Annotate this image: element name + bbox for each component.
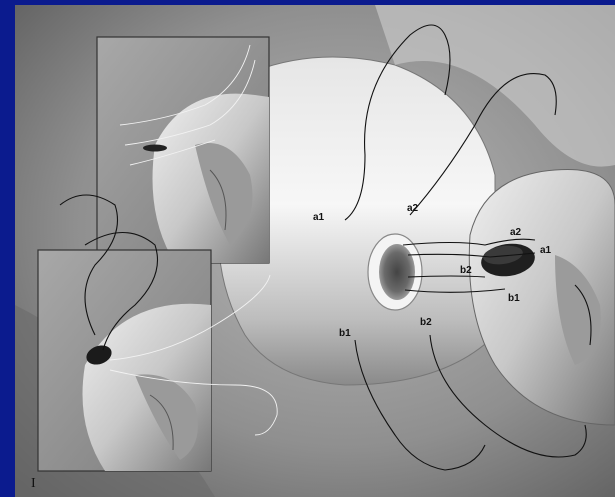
label-b1-bottom: b1 bbox=[339, 328, 351, 339]
center-opening bbox=[379, 244, 415, 300]
inset-top-slit bbox=[143, 145, 167, 152]
surgical-illustration: a1 a2 a2 a1 b2 b1 b1 b2 bbox=[15, 5, 615, 497]
label-b2-bottom: b2 bbox=[420, 317, 432, 328]
label-a1-left: a1 bbox=[313, 212, 325, 223]
label-a2-right: a2 bbox=[510, 227, 522, 238]
illustration-canvas: a1 a2 a2 a1 b2 b1 b1 b2 bbox=[15, 5, 615, 497]
label-a1-right: a1 bbox=[540, 245, 552, 256]
panel-number: I bbox=[31, 476, 36, 491]
label-b2-mid: b2 bbox=[460, 265, 472, 276]
label-b1-mid: b1 bbox=[508, 293, 520, 304]
inset-top bbox=[97, 37, 269, 263]
label-a2-left: a2 bbox=[407, 203, 419, 214]
